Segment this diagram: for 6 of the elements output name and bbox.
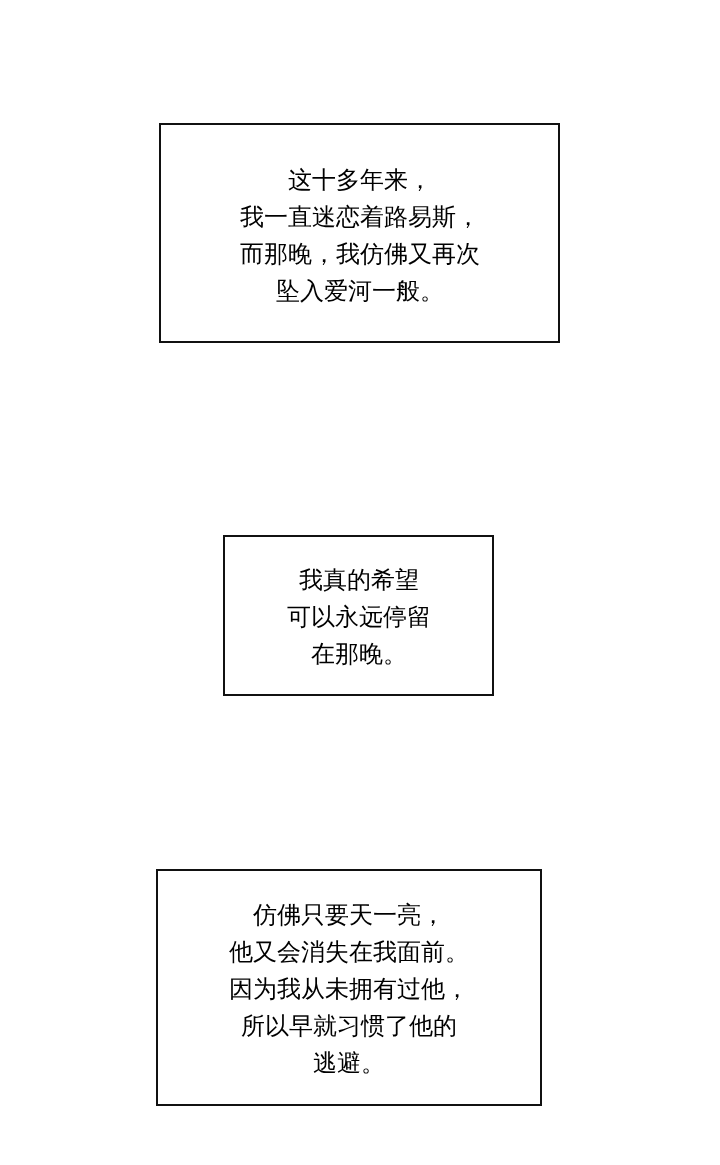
caption-box xyxy=(156,869,542,1106)
caption-box xyxy=(159,123,560,343)
caption-text: 仿佛只要天一亮，他又会消失在我面前。因为我从未拥有过他，所以早就习惯了他的逃避。 xyxy=(229,900,469,1079)
caption-text: 我真的希望可以永远停留在那晚。 xyxy=(286,565,431,670)
caption-text: 这十多年来，我一直迷恋着路易斯，而那晚，我仿佛又再次坠入爱河一般。 xyxy=(239,165,480,307)
caption-box xyxy=(223,535,494,696)
